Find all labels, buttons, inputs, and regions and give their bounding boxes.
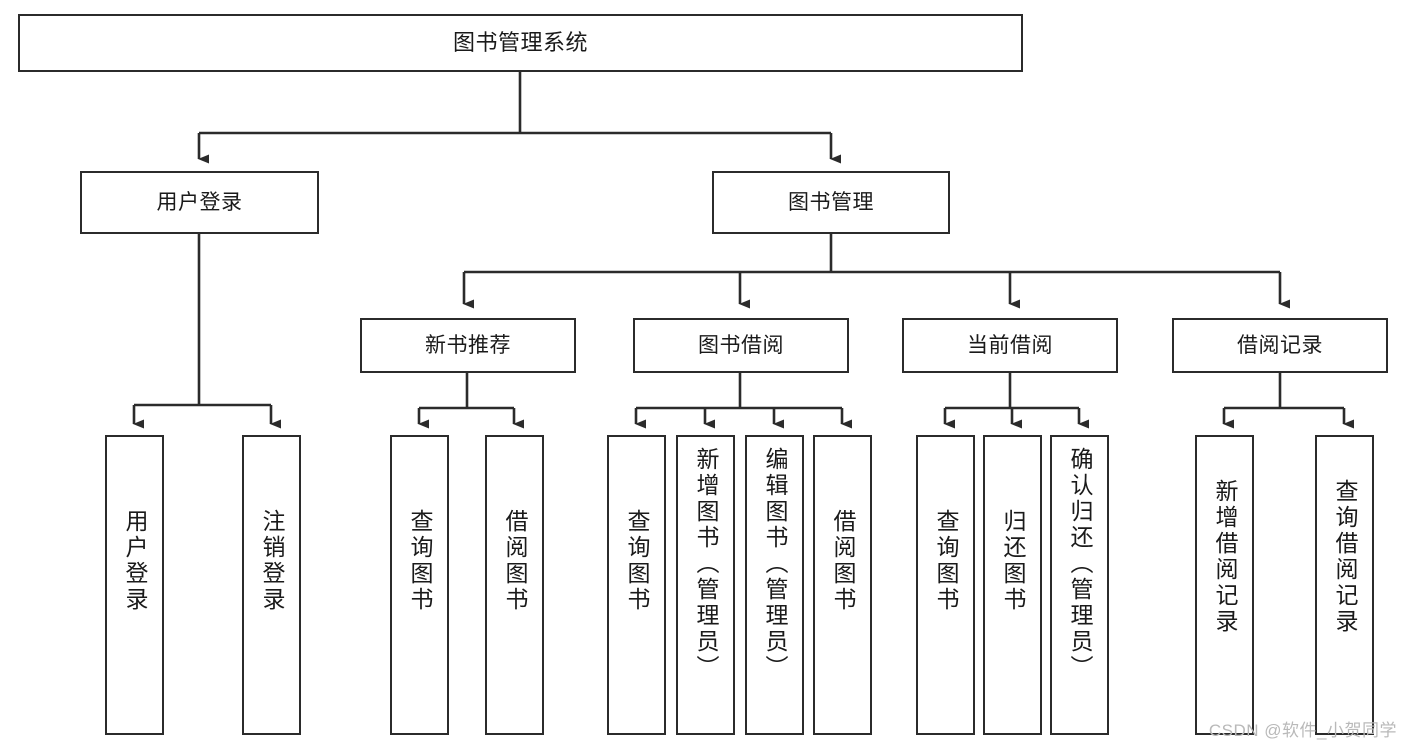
leaf-query-book-1-label: 查询图书 [407,509,433,613]
csdn-watermark: CSDN @软件_小贺同学 [1208,721,1397,740]
leaf-query-record[interactable]: 查询借阅记录 [1315,435,1374,735]
leaf-borrow-book-2-label: 借阅图书 [830,509,856,613]
leaf-query-book-3[interactable]: 查询图书 [916,435,975,735]
leaf-add-book-label: 新增图书（管理员） [693,447,719,681]
node-new-book-recommend-label: 新书推荐 [425,333,511,357]
leaf-add-record-label: 新增借阅记录 [1212,479,1238,635]
leaf-return-book-label: 归还图书 [1000,509,1026,613]
node-book-manage[interactable]: 图书管理 [712,171,950,234]
leaf-logout-label: 注销登录 [259,509,285,613]
node-book-borrow-label: 图书借阅 [698,333,784,357]
node-user-login-label: 用户登录 [156,190,243,214]
node-new-book-recommend[interactable]: 新书推荐 [360,318,576,373]
leaf-edit-book[interactable]: 编辑图书（管理员） [745,435,804,735]
node-borrow-record[interactable]: 借阅记录 [1172,318,1388,373]
leaf-add-book[interactable]: 新增图书（管理员） [676,435,735,735]
leaf-query-book-2-label: 查询图书 [624,509,650,613]
node-root[interactable]: 图书管理系统 [18,14,1023,72]
node-book-borrow[interactable]: 图书借阅 [633,318,849,373]
node-current-borrow-label: 当前借阅 [967,333,1053,357]
node-root-label: 图书管理系统 [452,29,588,55]
leaf-user-login-label: 用户登录 [122,509,148,613]
node-user-login[interactable]: 用户登录 [80,171,319,234]
node-current-borrow[interactable]: 当前借阅 [902,318,1118,373]
leaf-user-login[interactable]: 用户登录 [105,435,164,735]
node-borrow-record-label: 借阅记录 [1237,333,1323,357]
leaf-query-book-2[interactable]: 查询图书 [607,435,666,735]
leaf-borrow-book-1-label: 借阅图书 [502,509,528,613]
leaf-confirm-return[interactable]: 确认归还（管理员） [1050,435,1109,735]
leaf-return-book[interactable]: 归还图书 [983,435,1042,735]
leaf-query-record-label: 查询借阅记录 [1332,479,1358,635]
leaf-query-book-1[interactable]: 查询图书 [390,435,449,735]
leaf-query-book-3-label: 查询图书 [933,509,959,613]
leaf-borrow-book-1[interactable]: 借阅图书 [485,435,544,735]
node-book-manage-label: 图书管理 [788,190,874,214]
leaf-add-record[interactable]: 新增借阅记录 [1195,435,1254,735]
leaf-logout[interactable]: 注销登录 [242,435,301,735]
leaf-borrow-book-2[interactable]: 借阅图书 [813,435,872,735]
leaf-edit-book-label: 编辑图书（管理员） [762,447,788,681]
leaf-confirm-return-label: 确认归还（管理员） [1067,447,1093,681]
